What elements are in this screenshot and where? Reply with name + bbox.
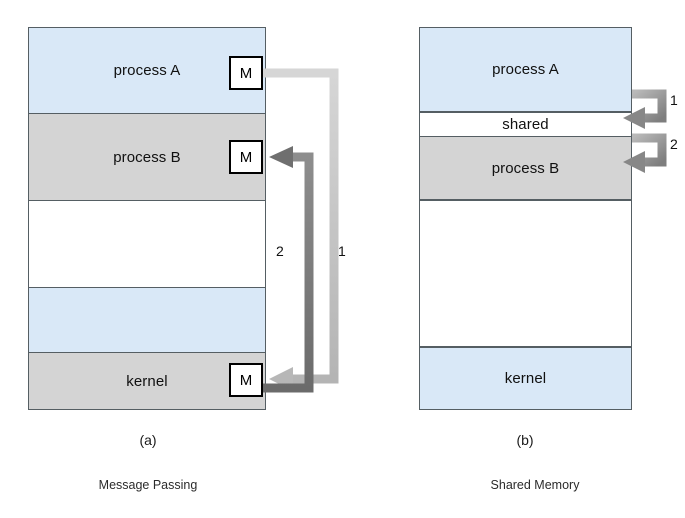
block-process-b: process B	[28, 113, 266, 201]
panel-b-title: (b)	[516, 432, 534, 448]
block-shared: shared	[419, 112, 632, 137]
block-label: process B	[113, 148, 181, 166]
block-empty-shared	[419, 200, 632, 347]
panel-a-caption: Message Passing	[98, 478, 198, 492]
message-box-kernel: M	[229, 363, 263, 397]
arrow-2-kernel-to-process-b	[263, 146, 314, 393]
block-label: kernel	[504, 370, 547, 387]
arrow-label-1: 1	[338, 243, 346, 259]
block-label: process A	[492, 61, 559, 78]
message-box-label: M	[239, 64, 253, 82]
shared-arrow-label-2: 2	[670, 136, 678, 152]
block-label: kernel	[126, 372, 168, 390]
message-box-label: M	[239, 371, 253, 389]
message-box-label: M	[239, 148, 253, 166]
block-label: shared	[502, 116, 549, 133]
block-label: process B	[491, 159, 560, 177]
panel-a-title: (a)	[139, 432, 157, 448]
block-process-a: process A	[28, 27, 266, 114]
block-label: process A	[113, 62, 181, 79]
arrow-label-2: 2	[276, 243, 284, 259]
block-empty-blue	[28, 287, 266, 353]
shared-arrow-label-1: 1	[670, 92, 678, 108]
block-kernel: kernel	[28, 352, 266, 410]
block-process-b-shared: process B	[419, 136, 632, 200]
block-empty-upper	[28, 200, 266, 288]
block-kernel-shared: kernel	[419, 347, 632, 410]
message-box-process-a: M	[229, 56, 263, 90]
arrow-1-message-to-kernel	[263, 68, 339, 391]
message-box-process-b: M	[229, 140, 263, 174]
panel-b-caption: Shared Memory	[490, 478, 580, 492]
block-process-a-shared: process A	[419, 27, 632, 112]
